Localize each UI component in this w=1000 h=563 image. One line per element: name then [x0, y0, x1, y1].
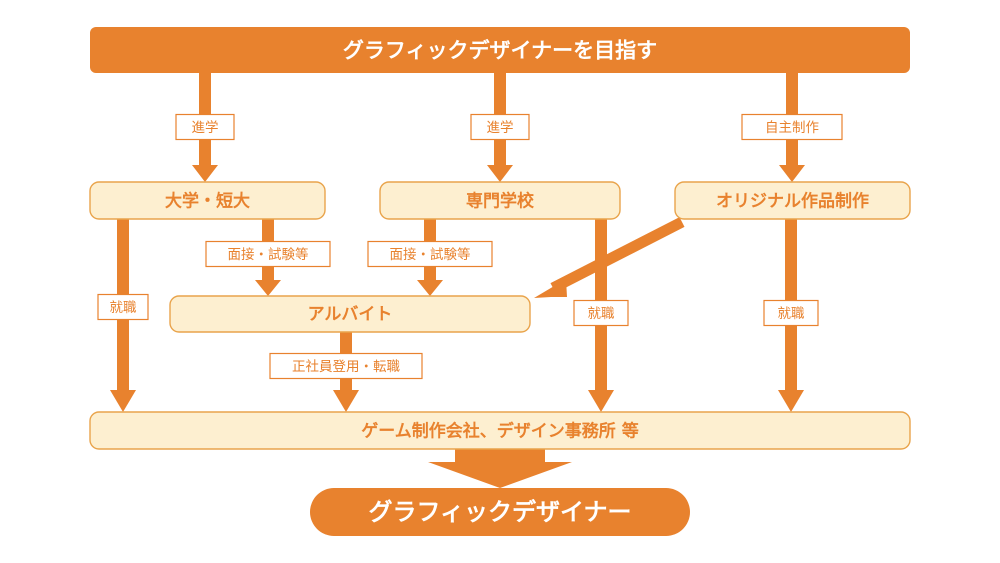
- edge-label-mensetsu-right-text: 面接・試験等: [390, 246, 471, 263]
- connector-original-work-to-parttime: [534, 217, 685, 298]
- edge-label-shushoku-right: 就職: [763, 299, 819, 327]
- node-original-work-shape: [674, 181, 911, 220]
- node-parttime[interactable]: アルバイト: [169, 295, 531, 333]
- edge-label-shingaku-mid-text: 進学: [487, 120, 514, 136]
- node-final[interactable]: グラフィックデザイナー: [310, 488, 690, 536]
- edge-label-seishain: 正社員登用・転職: [269, 352, 423, 380]
- edge-label-shushoku-left: 就職: [97, 293, 149, 321]
- edge-label-jishu-seisaku-text: 自主制作: [765, 120, 819, 136]
- node-parttime-shape: [169, 295, 531, 333]
- node-university-label: 大学・短大: [165, 191, 250, 212]
- edge-label-mensetsu-right: 面接・試験等: [367, 240, 493, 268]
- edge-label-shingaku-mid: 進学: [470, 113, 530, 141]
- node-vocational-shape: [379, 181, 621, 220]
- node-vocational-label: 専門学校: [466, 191, 535, 212]
- node-company-shape: [89, 411, 911, 450]
- node-goal-label: グラフィックデザイナーを目指す: [343, 39, 657, 63]
- node-goal-shape: [90, 27, 910, 73]
- edge-labels-layer: 進学 進学 自主制作 面接・試験等 面接・試験等 就職: [97, 113, 843, 380]
- edge-label-shushoku-right-text: 就職: [778, 306, 806, 322]
- node-company[interactable]: ゲーム制作会社、デザイン事務所 等: [89, 411, 911, 450]
- node-university-shape: [89, 181, 326, 220]
- connector-company-to-final: [428, 449, 572, 488]
- edge-label-mensetsu-left: 面接・試験等: [205, 240, 331, 268]
- edge-label-shingaku-left-text: 進学: [192, 120, 219, 136]
- edge-label-shushoku-mid: 就職: [573, 299, 629, 327]
- node-parttime-label: アルバイト: [308, 305, 393, 325]
- edge-label-seishain-text: 正社員登用・転職: [292, 359, 400, 375]
- node-vocational[interactable]: 専門学校: [379, 181, 621, 220]
- edge-label-jishu-seisaku: 自主制作: [741, 113, 843, 141]
- edge-label-shushoku-mid-text: 就職: [588, 306, 616, 322]
- edge-label-mensetsu-left-text: 面接・試験等: [228, 246, 309, 263]
- node-goal[interactable]: グラフィックデザイナーを目指す: [90, 27, 910, 73]
- connectors-layer: [110, 73, 805, 488]
- edge-label-shushoku-left-text: 就職: [110, 300, 137, 316]
- node-final-label: グラフィックデザイナー: [368, 498, 631, 526]
- node-final-shape: [310, 488, 690, 536]
- node-original-work[interactable]: オリジナル作品制作: [674, 181, 911, 220]
- edge-label-shingaku-left: 進学: [175, 113, 235, 141]
- node-original-work-label: オリジナル作品制作: [716, 191, 869, 212]
- node-university[interactable]: 大学・短大: [89, 181, 326, 220]
- node-company-label: ゲーム制作会社、デザイン事務所 等: [361, 421, 638, 442]
